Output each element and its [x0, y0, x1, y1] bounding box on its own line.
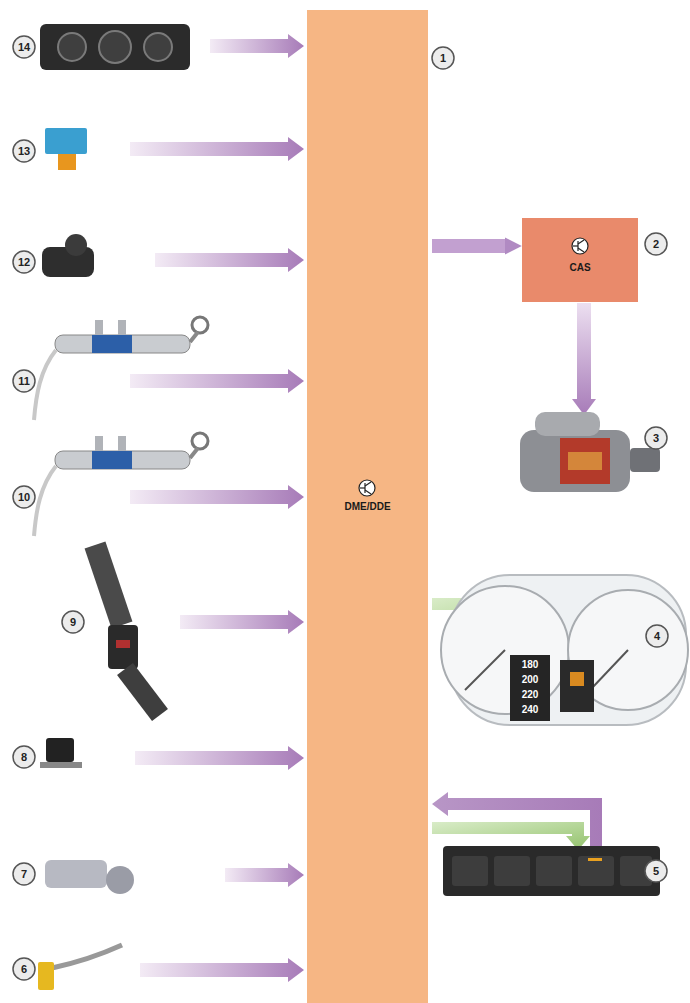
solenoid: [535, 412, 600, 436]
callout-number: 7: [4, 867, 44, 881]
armature: [568, 452, 602, 470]
instrument-cluster: [441, 575, 688, 725]
plug-body: [38, 962, 54, 990]
pressure-sensor: [42, 234, 94, 277]
sensor-housing: [45, 128, 87, 154]
callout-number: 8: [4, 750, 44, 764]
signal-arrow: [572, 303, 596, 415]
signal-arrow: [210, 34, 304, 58]
cluster-display: [560, 660, 594, 712]
signal-arrow: [140, 958, 304, 982]
cylinder-body: [55, 451, 190, 469]
bar-button: [452, 856, 488, 886]
switch-part: [92, 451, 132, 469]
gauge-needle: [592, 650, 628, 688]
indicator-led: [588, 858, 602, 861]
display-reading: 240: [510, 703, 550, 717]
battery-sensor: [45, 860, 134, 894]
warning-icon: [570, 672, 584, 686]
callout-number: 1: [423, 51, 463, 65]
belt-buckle: [108, 625, 138, 669]
buckle-button: [116, 640, 130, 648]
callout-number: 6: [4, 962, 44, 976]
signal-arrow: [180, 610, 304, 634]
sensor-plug: [58, 154, 76, 170]
panel-knob: [99, 31, 131, 63]
push-rod-eye: [192, 433, 208, 449]
bar-button: [578, 856, 614, 886]
control-unit-band: DME/DDE: [307, 10, 428, 1003]
plug-connector: [38, 945, 122, 990]
reservoir-tube: [95, 320, 103, 335]
belt-strap: [95, 545, 122, 625]
node-label: CAS: [569, 262, 590, 273]
reservoir-tube: [118, 436, 126, 451]
callout-number: 3: [636, 431, 676, 445]
callout-number: 13: [4, 144, 44, 158]
switch-bar: [443, 846, 660, 896]
signal-arrow: [130, 369, 304, 393]
output-arrow: [432, 822, 590, 850]
belt-strap: [125, 669, 160, 715]
node-label: DME/DDE: [344, 501, 390, 512]
signal-arrow: [155, 248, 304, 272]
push-rod: [190, 332, 198, 342]
callout-number: 12: [4, 255, 44, 269]
push-rod-eye: [192, 317, 208, 333]
switch-body: [46, 738, 74, 762]
sensor-module: [45, 128, 87, 170]
signal-arrow: [225, 863, 304, 887]
reservoir-tube: [95, 436, 103, 451]
display-reading: 220: [510, 688, 550, 702]
callout-number: 5: [636, 864, 676, 878]
clutch-cylinder: [34, 317, 208, 420]
callout-number: 10: [4, 490, 44, 504]
bar-button: [536, 856, 572, 886]
terminal-clamp: [106, 866, 134, 894]
climate-control-panel: [40, 24, 190, 70]
callout-number: 14: [4, 40, 44, 54]
motor-winding: [560, 438, 610, 484]
bar-body: [443, 846, 660, 896]
cable: [52, 945, 122, 968]
panel-knob: [144, 33, 172, 61]
signal-arrow: [130, 137, 304, 161]
switch-bracket: [40, 762, 82, 768]
panel-body: [40, 24, 190, 70]
panel-knob: [58, 33, 86, 61]
switch-part: [92, 335, 132, 353]
bar-button: [494, 856, 530, 886]
clutch-cylinder: [34, 433, 208, 536]
sensor-dome: [65, 234, 87, 256]
sensor-body: [45, 860, 107, 888]
callout-number: 2: [636, 237, 676, 251]
display-reading: 200: [510, 673, 550, 687]
motor-housing: [520, 430, 630, 492]
pinion: [630, 448, 660, 472]
hydraulic-line: [34, 466, 56, 536]
cylinder-body: [55, 335, 190, 353]
signal-arrow: [130, 485, 304, 509]
hood-switch: [40, 738, 82, 768]
push-rod: [190, 448, 198, 458]
reservoir-tube: [118, 320, 126, 335]
display-reading: 180: [510, 658, 550, 672]
signal-arrow: [135, 746, 304, 770]
callout-number: 9: [53, 615, 93, 629]
callout-number: 11: [4, 374, 44, 388]
signal-arrow: [432, 239, 505, 253]
seat-belt: [95, 545, 160, 715]
starter-motor: [520, 412, 660, 492]
callout-number: 4: [637, 629, 677, 643]
hydraulic-line: [34, 350, 56, 420]
gauge-needle: [465, 650, 505, 690]
control-unit-box: CAS: [522, 218, 638, 302]
cluster-display: [510, 655, 550, 721]
